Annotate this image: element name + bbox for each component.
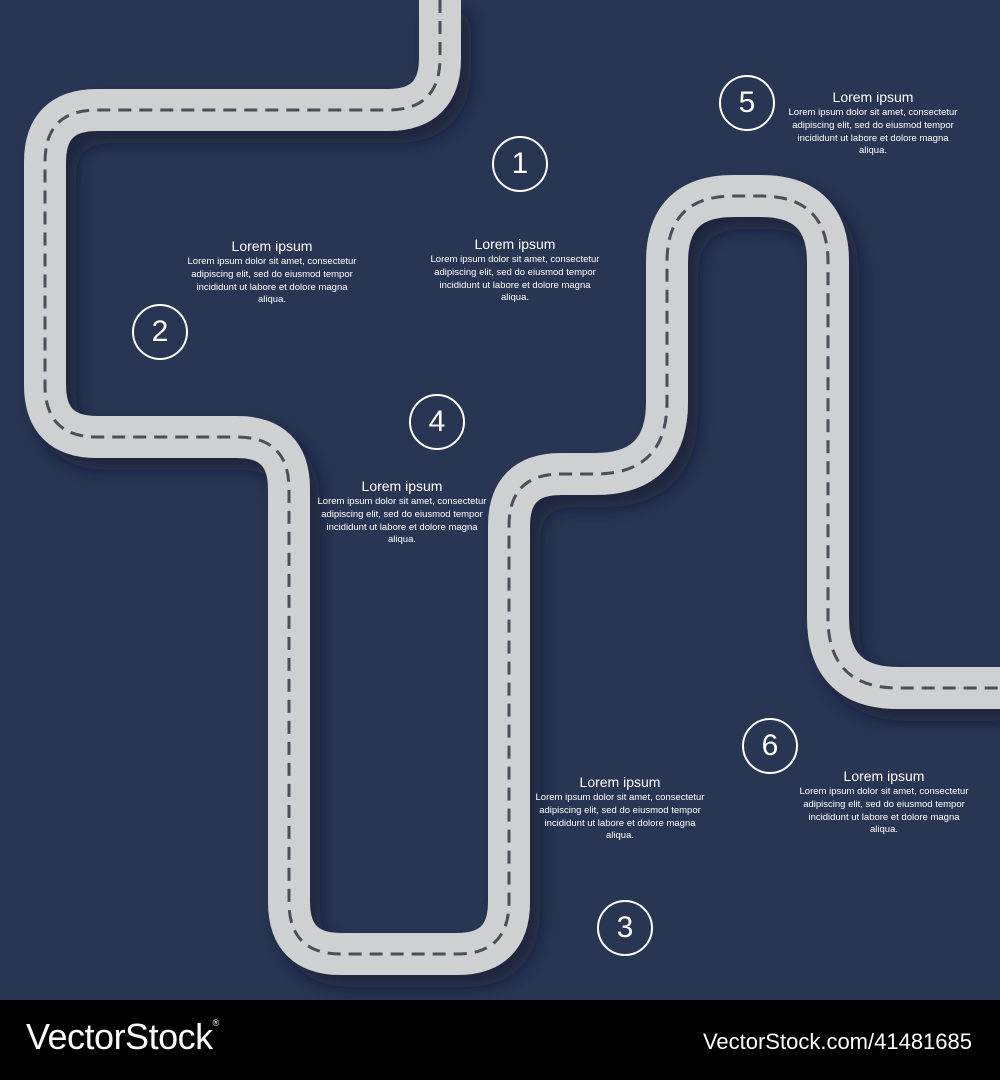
watermark-footer: VectorStock® VectorStock.com/41481685 <box>0 1000 1000 1080</box>
step-2-title: Lorem ipsum <box>231 238 313 254</box>
step-2-text: Lorem ipsum Lorem ipsum dolor sit amet, … <box>187 238 357 307</box>
step-6-text: Lorem ipsum Lorem ipsum dolor sit amet, … <box>799 768 969 837</box>
image-id: VectorStock.com/41481685 <box>702 1029 972 1054</box>
step-2-body: Lorem ipsum dolor sit amet, consectetur … <box>187 256 357 306</box>
step-4-number: 4 <box>409 394 465 450</box>
step-6-body: Lorem ipsum dolor sit amet, consectetur … <box>799 786 969 836</box>
step-6-title: Lorem ipsum <box>843 768 925 784</box>
step-1-number: 1 <box>492 136 548 192</box>
step-1-title: Lorem ipsum <box>474 236 556 252</box>
road-center-dashes <box>43 0 1000 956</box>
step-3-text: Lorem ipsum Lorem ipsum dolor sit amet, … <box>535 774 705 843</box>
step-5-title: Lorem ipsum <box>832 89 914 105</box>
brand-logo: VectorStock® <box>26 1016 219 1058</box>
road <box>24 0 1000 975</box>
brand-registered-mark: ® <box>212 1018 220 1028</box>
step-5-text: Lorem ipsum Lorem ipsum dolor sit amet, … <box>788 89 958 158</box>
step-3-body: Lorem ipsum dolor sit amet, consectetur … <box>535 792 705 842</box>
step-6-number: 6 <box>742 718 798 774</box>
road-diagram <box>24 0 1000 975</box>
step-4-text: Lorem ipsum Lorem ipsum dolor sit amet, … <box>317 478 487 547</box>
step-3-number: 3 <box>597 900 653 956</box>
step-5-number: 5 <box>719 75 775 131</box>
brand-name: VectorStock <box>26 1016 213 1057</box>
step-1-text: Lorem ipsum Lorem ipsum dolor sit amet, … <box>430 236 600 305</box>
step-3-title: Lorem ipsum <box>579 774 661 790</box>
step-4-title: Lorem ipsum <box>361 478 443 494</box>
step-1-body: Lorem ipsum dolor sit amet, consectetur … <box>430 254 600 304</box>
step-5-body: Lorem ipsum dolor sit amet, consectetur … <box>788 107 958 157</box>
step-4-body: Lorem ipsum dolor sit amet, consectetur … <box>317 496 487 546</box>
step-2-number: 2 <box>132 304 188 360</box>
